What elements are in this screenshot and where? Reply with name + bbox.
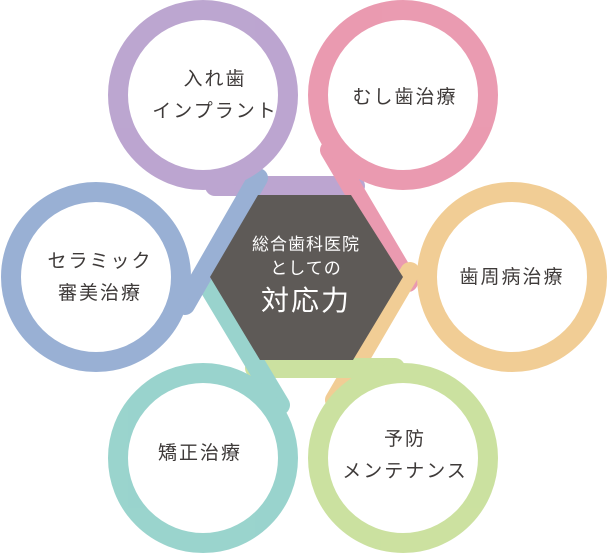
label-prevention: 予防メンテナンス bbox=[342, 428, 468, 482]
label-cavity: むし歯治療 bbox=[352, 86, 458, 108]
center-line2: としての bbox=[270, 259, 342, 279]
label-orthodontics: 矯正治療 bbox=[157, 442, 243, 464]
band-orange bbox=[325, 262, 420, 410]
center-label: 総合歯科医院 としての 対応力 bbox=[252, 233, 360, 321]
ring-ortho bbox=[108, 363, 298, 553]
label-periodontal: 歯周病治療 bbox=[459, 266, 565, 288]
band-pink bbox=[320, 140, 418, 292]
band-teal bbox=[195, 270, 290, 415]
ring-periodontal bbox=[417, 182, 607, 372]
label-dentures-implant: 入れ歯インプラント bbox=[152, 68, 278, 122]
ring-cavity bbox=[308, 0, 498, 190]
ring-ceramic bbox=[1, 182, 191, 372]
center-hexagon bbox=[210, 195, 403, 360]
band-blue bbox=[175, 168, 268, 315]
center-line1: 総合歯科医院 bbox=[252, 235, 360, 255]
label-ceramic: セラミック審美治療 bbox=[47, 250, 153, 304]
ring-prevention bbox=[308, 363, 498, 553]
center-line3: 対応力 bbox=[260, 284, 351, 317]
ring-dentures bbox=[108, 0, 298, 190]
